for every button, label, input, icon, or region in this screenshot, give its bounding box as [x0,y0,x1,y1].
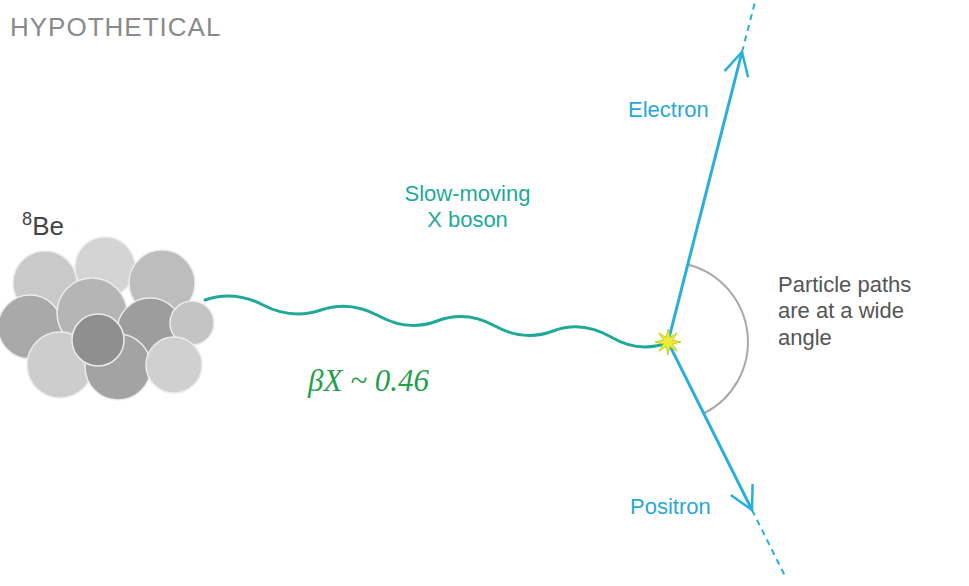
decay-star [655,329,681,355]
nucleon [146,337,202,393]
angle-note: Particle paths are at a wide angle [778,272,928,351]
boson-label: Slow-moving X boson [400,181,535,234]
boson-wave [205,296,669,347]
positron-path-dashed [752,510,785,576]
electron-label: Electron [628,97,738,123]
electron-path-dashed [742,2,755,52]
angle-arc [688,265,748,414]
electron-arrowhead [725,52,749,77]
velocity-label: βX ~ 0.46 [308,362,548,399]
nucleus-label: 8Be [22,209,64,242]
electron-path [668,52,742,342]
positron-path [668,342,752,510]
positron-arrowhead [731,484,753,510]
heading: HYPOTHETICAL [10,12,221,43]
nucleus: 8Be [0,205,215,405]
positron-label: Positron [630,494,740,520]
nucleon [72,314,124,366]
